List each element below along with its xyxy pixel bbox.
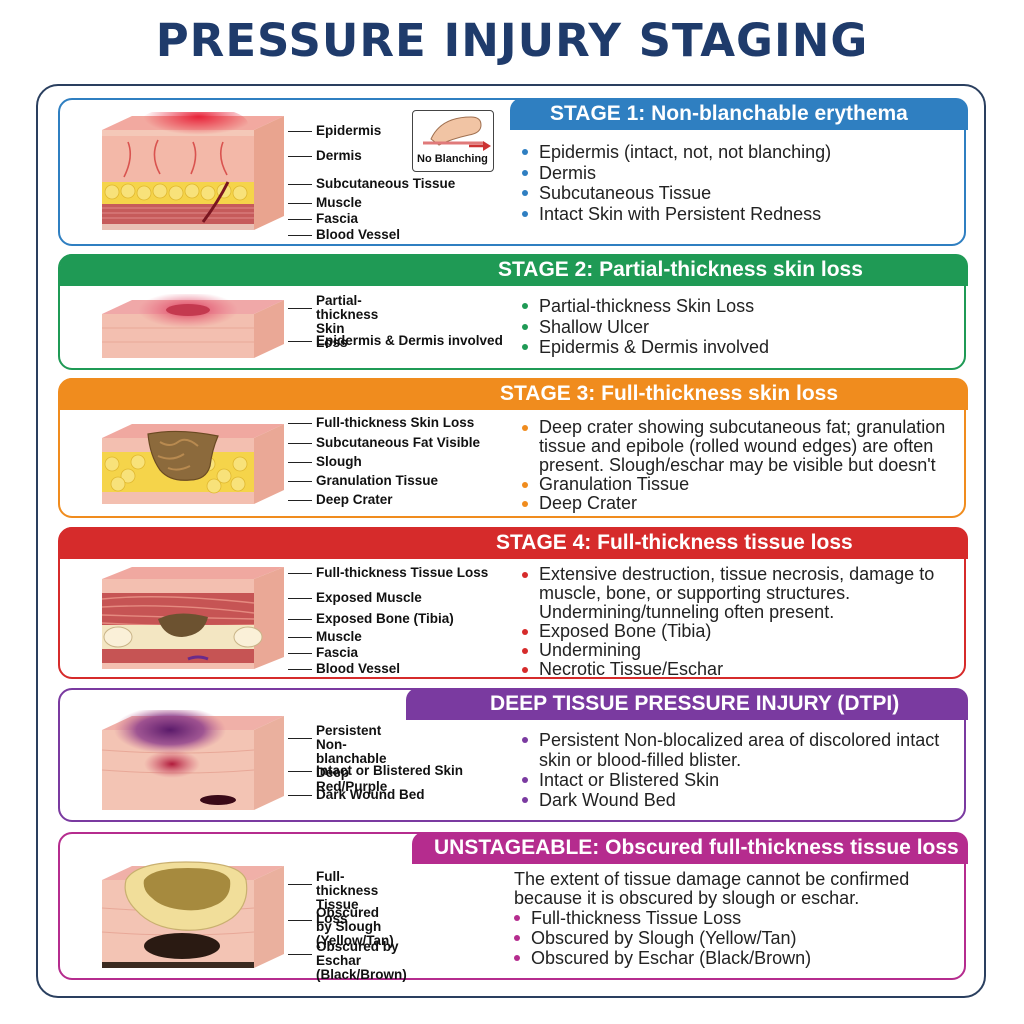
stage-1-bullets: Epidermis (intact, not, not blanching) D… — [522, 142, 952, 224]
stage-4-header: STAGE 4: Full-thickness tissue loss — [60, 527, 968, 559]
stage-2-illustration — [102, 294, 284, 358]
dtpi-illustration — [101, 710, 284, 810]
list-item: Extensive destruction, tissue necrosis, … — [522, 565, 952, 622]
label-partial-thickness: Partial-thickness Skin Loss — [287, 293, 379, 350]
stage-3-illustration — [102, 424, 284, 504]
label-exposed-muscle: Exposed Muscle — [288, 590, 422, 605]
label-exposed-bone: Exposed Bone (Tibia) — [288, 611, 454, 626]
stage-1-panel: STAGE 1: Non-blanchable erythema No Blan… — [58, 98, 968, 246]
list-item: Deep crater showing subcutaneous fat; gr… — [522, 418, 952, 475]
stage-1-header: STAGE 1: Non-blanchable erythema — [510, 98, 968, 130]
no-blanching-label: No Blanching — [417, 153, 488, 165]
list-item: Obscured by Eschar (Black/Brown) — [514, 948, 944, 968]
list-item: Shallow Ulcer — [522, 317, 952, 338]
stage-4-bullets: Extensive destruction, tissue necrosis, … — [522, 565, 952, 679]
page-title: PRESSURE INJURY STAGING — [155, 14, 869, 67]
unstageable-header: UNSTAGEABLE: Obscured full-thickness tis… — [412, 832, 968, 864]
dtpi-panel: DEEP TISSUE PRESSURE INJURY (DTPI) Persi… — [58, 688, 968, 822]
list-item: Deep Crater — [522, 494, 952, 513]
label-muscle: Muscle — [288, 629, 362, 644]
label-fascia: Fascia — [287, 211, 359, 226]
list-item: Dermis — [522, 163, 952, 184]
stage-2-panel: STAGE 2: Partial-thickness skin loss Par… — [58, 254, 968, 370]
label-dark-wound-bed: Dark Wound Bed — [288, 787, 425, 802]
label-blood-vessel: Blood Vessel — [287, 227, 401, 242]
unstageable-intro: The extent of tissue damage cannot be co… — [514, 869, 910, 908]
label-epidermis: Epidermis — [287, 123, 382, 138]
label-obscured-eschar: Obscured by Eschar (Black/Brown) — [288, 939, 407, 982]
stage-1-illustration — [102, 112, 284, 230]
list-item: Full-thickness Tissue Loss — [514, 908, 944, 928]
label-subcutaneous: Subcutaneous Tissue — [287, 176, 456, 191]
arrow-right-icon — [469, 141, 491, 151]
stage-2-header: STAGE 2: Partial-thickness skin loss — [60, 254, 968, 286]
label-persistent-non-blanchable: Persistent Non-blanchable Deep Red/Purpl… — [287, 723, 388, 794]
list-item: Obscured by Slough (Yellow/Tan) — [514, 928, 944, 948]
stage-3-panel: STAGE 3: Full-thickness skin loss Full-t… — [58, 378, 968, 518]
list-item: Exposed Bone (Tibia) — [522, 622, 952, 641]
stage-3-header: STAGE 3: Full-thickness skin loss — [60, 378, 968, 410]
label-full-thickness-tissue-loss: Full-thickness Tissue Loss — [287, 869, 379, 926]
unstageable-illustration — [101, 861, 284, 968]
list-item: Partial-thickness Skin Loss — [522, 296, 952, 317]
list-item: Epidermis & Dermis involved — [522, 337, 952, 358]
label-dermis: Dermis — [288, 148, 362, 163]
outer-frame — [36, 84, 986, 998]
label-full-thickness-skin-loss: Full-thickness Skin Loss — [287, 415, 475, 430]
list-item: Intact or Blistered Skin — [522, 770, 952, 790]
label-blood-vessel: Blood Vessel — [287, 661, 401, 676]
list-item: Persistent Non-blocalized area of discol… — [522, 730, 952, 770]
label-obscured-slough: Obscured by Slough (Yellow/Tan) — [288, 905, 394, 948]
dtpi-header: DEEP TISSUE PRESSURE INJURY (DTPI) — [406, 688, 968, 720]
stage-4-panel: STAGE 4: Full-thickness tissue loss Full… — [58, 527, 968, 679]
finger-press-icon — [423, 116, 483, 146]
dtpi-bullets: Persistent Non-blocalized area of discol… — [522, 730, 952, 810]
list-item: Subcutaneous Tissue — [522, 183, 952, 204]
stage-2-bullets: Partial-thickness Skin Loss Shallow Ulce… — [522, 296, 952, 358]
label-subcutaneous-fat: Subcutaneous Fat Visible — [287, 435, 481, 450]
list-item: Epidermis (intact, not, not blanching) — [522, 142, 952, 163]
label-slough: Slough — [288, 454, 362, 469]
list-item: Granulation Tissue — [522, 475, 952, 494]
label-muscle: Muscle — [288, 195, 362, 210]
list-item: Undermining — [522, 641, 952, 660]
list-item: Intact Skin with Persistent Redness — [522, 204, 952, 225]
label-fascia: Fascia — [287, 645, 359, 660]
unstageable-panel: UNSTAGEABLE: Obscured full-thickness tis… — [58, 832, 968, 982]
stage-4-illustration — [101, 567, 284, 669]
unstageable-bullets: The extent of tissue damage cannot be co… — [514, 870, 944, 968]
list-item: Necrotic Tissue/Eschar — [522, 660, 952, 679]
stage-3-bullets: Deep crater showing subcutaneous fat; gr… — [522, 418, 952, 513]
label-full-thickness-tissue-loss: Full-thickness Tissue Loss — [287, 565, 489, 580]
list-item: Dark Wound Bed — [522, 790, 952, 810]
label-deep-crater: Deep Crater — [288, 492, 393, 507]
label-epidermis-dermis: Epidermis & Dermis involved — [288, 333, 503, 348]
no-blanching-inset: No Blanching — [412, 110, 494, 172]
label-intact-or-blistered: Intact or Blistered Skin — [287, 763, 464, 778]
label-granulation: Granulation Tissue — [287, 473, 439, 488]
